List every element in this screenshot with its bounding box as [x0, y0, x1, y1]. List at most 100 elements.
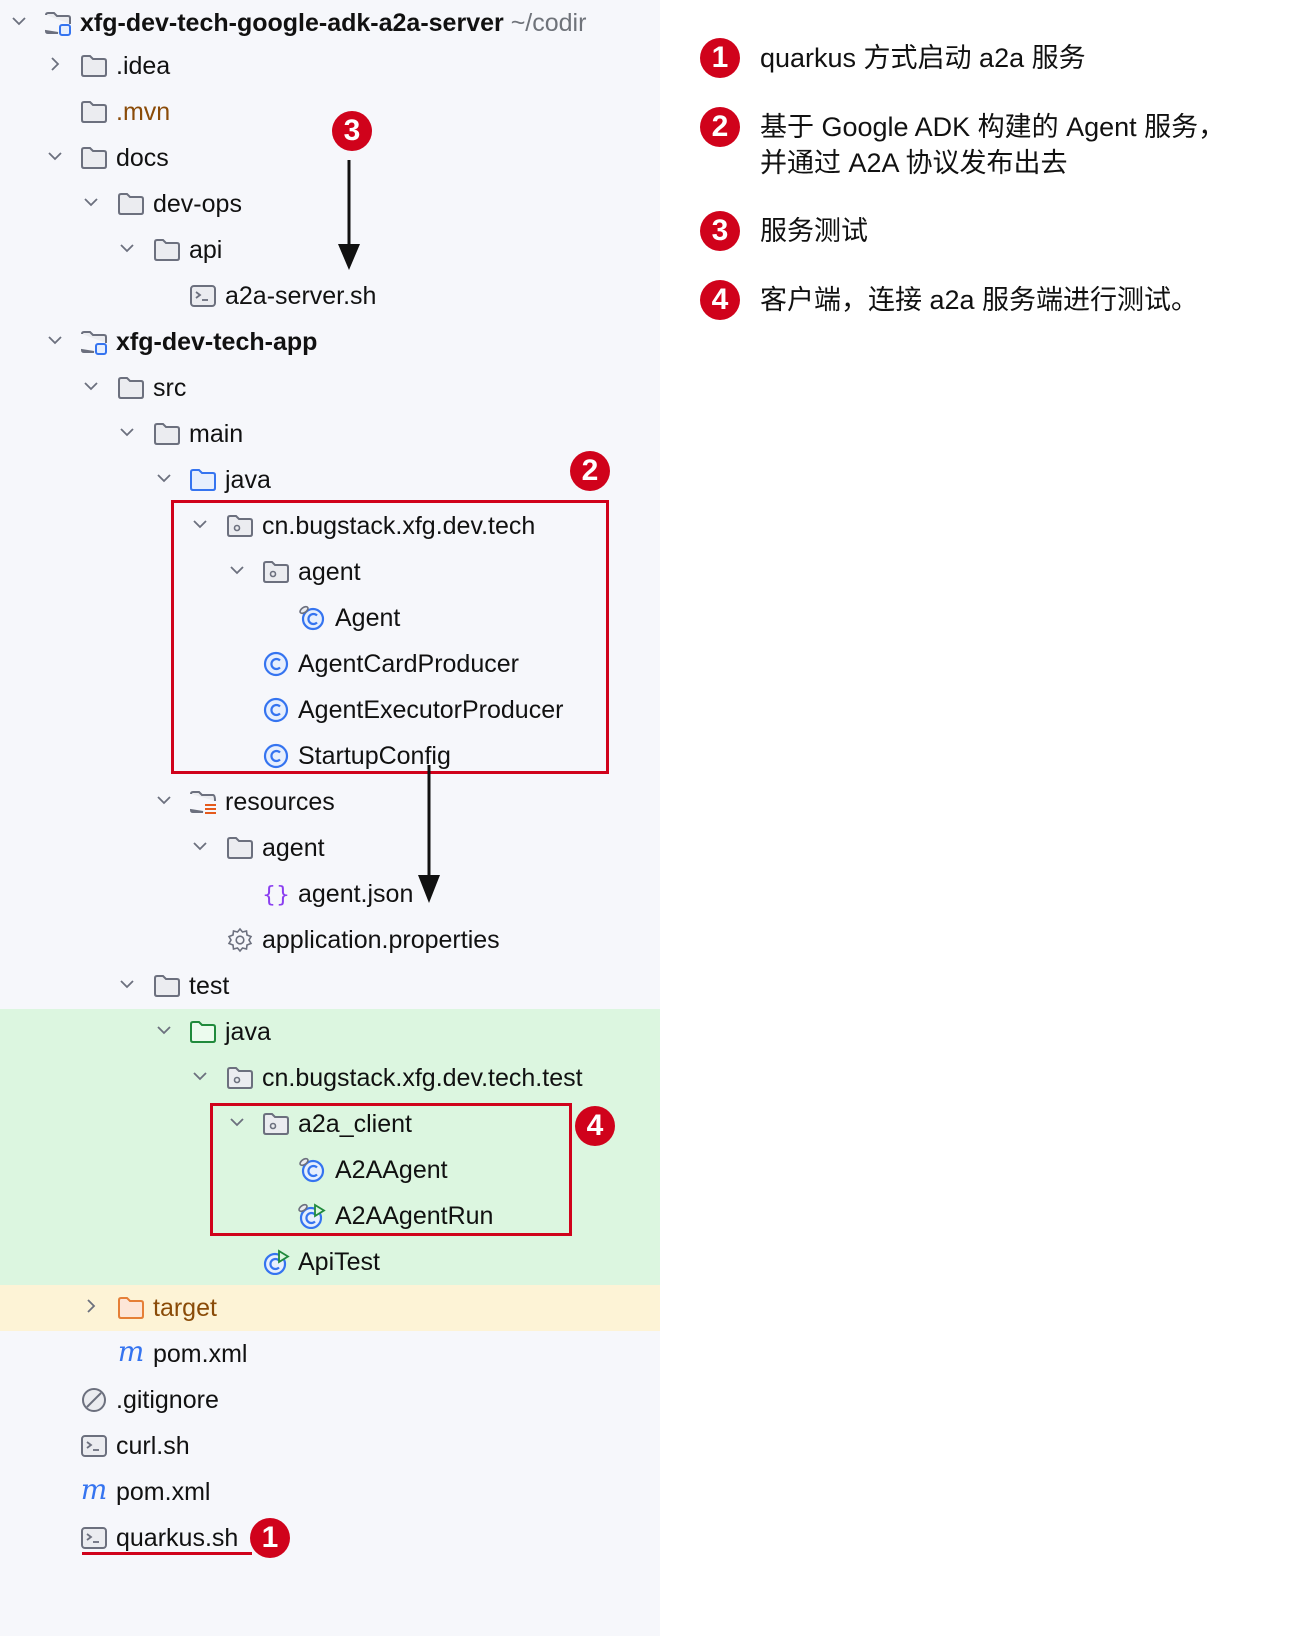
tree-label: quarkus.sh	[116, 1524, 239, 1552]
test-class-icon	[262, 1249, 290, 1275]
tree-label: pom.xml	[153, 1340, 248, 1368]
tree-label: Agent	[335, 604, 401, 632]
tree-row-dev-ops[interactable]: dev-ops	[0, 181, 660, 227]
tree-row-package-a2a-client[interactable]: a2a_client	[0, 1101, 660, 1147]
excluded-folder-icon	[117, 1295, 145, 1321]
chevron-down-icon[interactable]	[155, 791, 173, 809]
chevron-down-icon[interactable]	[118, 239, 136, 257]
tree-row-resources[interactable]: resources	[0, 779, 660, 825]
tree-row-application-properties[interactable]: application.properties	[0, 917, 660, 963]
tree-row-src[interactable]: src	[0, 365, 660, 411]
tree-row-class-agent-card-producer[interactable]: AgentCardProducer	[0, 641, 660, 687]
maven-icon	[117, 1341, 145, 1367]
tree-row-test[interactable]: test	[0, 963, 660, 1009]
tree-label: a2a_client	[298, 1110, 412, 1138]
legend-text-line-2: 并通过 A2A 协议发布出去	[760, 148, 1068, 178]
tree-row-root-pom[interactable]: pom.xml	[0, 1469, 660, 1515]
legend-text: 服务测试	[760, 216, 868, 246]
json-icon	[262, 881, 290, 907]
chevron-right-icon[interactable]	[46, 55, 64, 73]
chevron-down-icon[interactable]	[155, 1021, 173, 1039]
tree-row-main-java[interactable]: java	[0, 457, 660, 503]
callout-badge-1: 1	[250, 1518, 290, 1558]
arrow-down-icon	[418, 765, 440, 903]
package-icon	[226, 1065, 254, 1091]
legend-badge: 4	[700, 280, 740, 320]
tree-label: cn.bugstack.xfg.dev.tech.test	[262, 1064, 583, 1092]
tree-label: docs	[116, 144, 169, 172]
tree-row-idea[interactable]: .idea	[0, 43, 660, 89]
tree-label: test	[189, 972, 230, 1000]
tree-row-package-main[interactable]: cn.bugstack.xfg.dev.tech	[0, 503, 660, 549]
folder-icon	[117, 375, 145, 401]
tree-row-app-module[interactable]: xfg-dev-tech-app	[0, 319, 660, 365]
maven-icon	[80, 1479, 108, 1505]
tree-row-class-startup-config[interactable]: StartupConfig	[0, 733, 660, 779]
tree-row-app-pom[interactable]: pom.xml	[0, 1331, 660, 1377]
tree-row-root[interactable]: xfg-dev-tech-google-adk-a2a-server ~/cod…	[0, 0, 660, 46]
chevron-down-icon[interactable]	[82, 377, 100, 395]
chevron-down-icon[interactable]	[82, 193, 100, 211]
tree-label: AgentExecutorProducer	[298, 696, 564, 724]
tree-row-docs[interactable]: docs	[0, 135, 660, 181]
tree-label: xfg-dev-tech-app	[116, 328, 318, 356]
chevron-down-icon[interactable]	[191, 1067, 209, 1085]
tree-row-gitignore[interactable]: .gitignore	[0, 1377, 660, 1423]
tree-label: agent	[298, 558, 361, 586]
tree-row-curl-sh[interactable]: curl.sh	[0, 1423, 660, 1469]
tree-row-class-agent-executor-producer[interactable]: AgentExecutorProducer	[0, 687, 660, 733]
gear-icon	[226, 927, 254, 953]
tree-label: .idea	[116, 52, 171, 80]
tree-label: StartupConfig	[298, 742, 451, 770]
callout-badge-3: 3	[332, 111, 372, 151]
legend-badge: 2	[700, 107, 740, 147]
tree-row-agent-json[interactable]: agent.json	[0, 871, 660, 917]
tree-row-class-api-test[interactable]: ApiTest	[0, 1239, 660, 1285]
tree-row-class-a2a-agent-run[interactable]: A2AAgentRun	[0, 1193, 660, 1239]
callout-badge-2: 2	[570, 451, 610, 491]
tree-label: src	[153, 374, 187, 402]
source-folder-icon	[189, 467, 217, 493]
folder-icon	[153, 421, 181, 447]
folder-icon	[153, 973, 181, 999]
legend-text-line-1: 基于 Google ADK 构建的 Agent 服务，	[760, 112, 1226, 142]
tree-label: curl.sh	[116, 1432, 190, 1460]
tree-row-class-a2a-agent[interactable]: A2AAgent	[0, 1147, 660, 1193]
terminal-icon	[80, 1525, 108, 1551]
tree-row-main[interactable]: main	[0, 411, 660, 457]
tree-row-target[interactable]: target	[0, 1285, 660, 1331]
chevron-down-icon[interactable]	[118, 975, 136, 993]
tree-row-api[interactable]: api	[0, 227, 660, 273]
chevron-down-icon[interactable]	[46, 331, 64, 349]
tree-label: .gitignore	[116, 1386, 219, 1414]
root-project-name: xfg-dev-tech-google-adk-a2a-server	[80, 9, 504, 37]
tree-label: a2a-server.sh	[225, 282, 377, 310]
folder-icon	[226, 835, 254, 861]
tree-label: A2AAgentRun	[335, 1202, 494, 1230]
folder-icon	[117, 191, 145, 217]
legend-text: quarkus 方式启动 a2a 服务	[760, 43, 1086, 73]
tree-row-package-agent[interactable]: agent	[0, 549, 660, 595]
tree-row-class-agent[interactable]: Agent	[0, 595, 660, 641]
test-folder-icon	[189, 1019, 217, 1045]
highlight-box-2	[171, 500, 609, 774]
tree-label: java	[225, 466, 271, 494]
chevron-right-icon[interactable]	[82, 1297, 100, 1315]
tree-row-quarkus-sh[interactable]: quarkus.sh	[0, 1515, 660, 1561]
tree-label: agent	[262, 834, 325, 862]
chevron-down-icon[interactable]	[118, 423, 136, 441]
tree-row-resources-agent[interactable]: agent	[0, 825, 660, 871]
chevron-down-icon[interactable]	[155, 469, 173, 487]
chevron-down-icon[interactable]	[46, 147, 64, 165]
chevron-down-icon[interactable]	[191, 837, 209, 855]
tree-label: resources	[225, 788, 335, 816]
terminal-icon	[80, 1433, 108, 1459]
chevron-down-icon[interactable]	[10, 12, 28, 30]
terminal-icon	[189, 283, 217, 309]
tree-row-package-test[interactable]: cn.bugstack.xfg.dev.tech.test	[0, 1055, 660, 1101]
tree-row-mvn[interactable]: .mvn	[0, 89, 660, 135]
tree-label: target	[153, 1294, 217, 1322]
quarkus-underline	[82, 1552, 252, 1555]
tree-row-test-java[interactable]: java	[0, 1009, 660, 1055]
tree-row-a2a-server-sh[interactable]: a2a-server.sh	[0, 273, 660, 319]
